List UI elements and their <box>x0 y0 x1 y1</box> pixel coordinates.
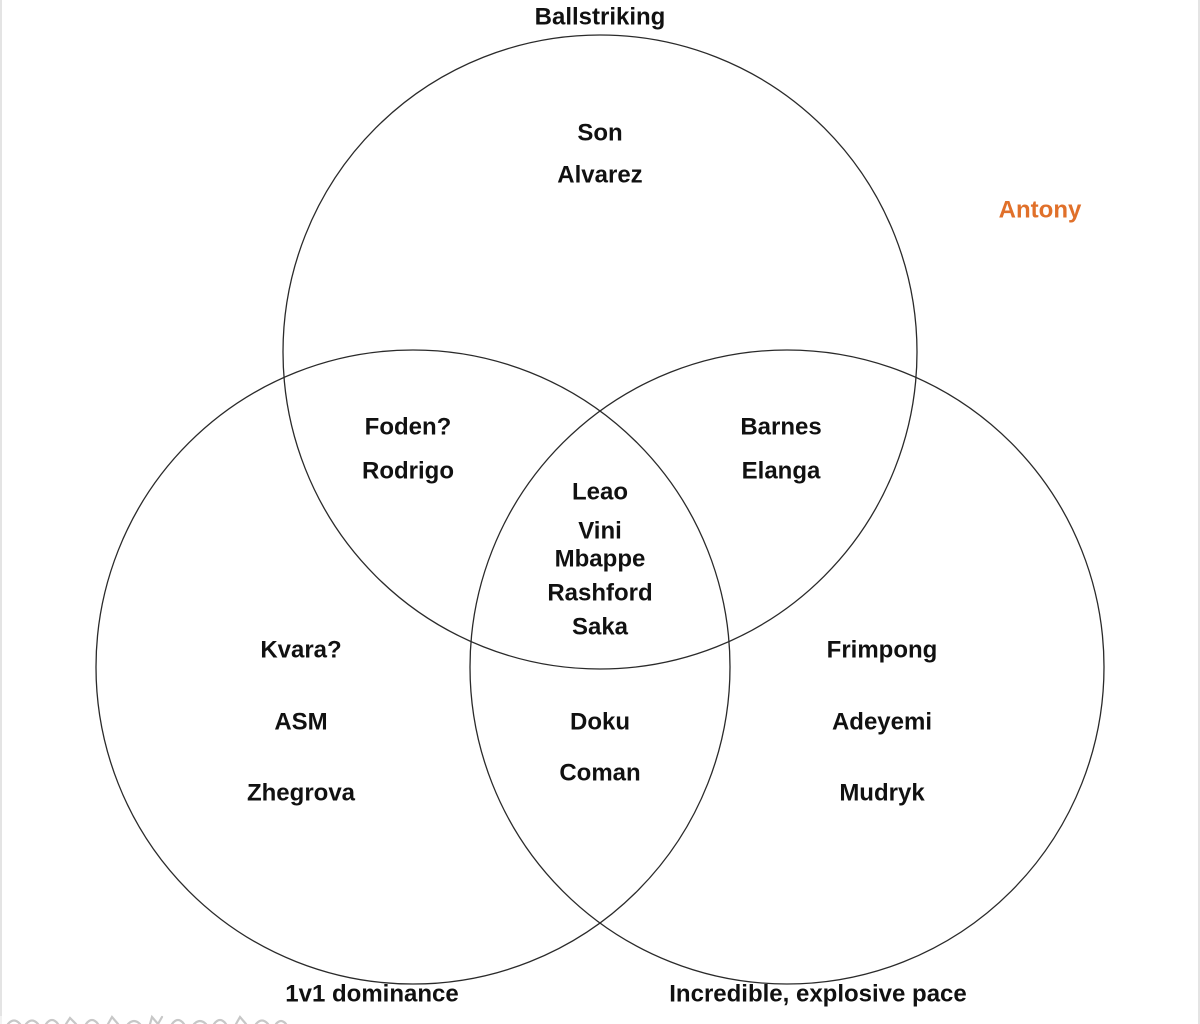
player-label: Frimpong <box>827 637 938 664</box>
player-label: Zhegrova <box>247 780 356 807</box>
set-title-ballstriking: Ballstriking <box>535 4 666 31</box>
watermark-logo <box>0 1014 290 1024</box>
circle-ballstriking <box>282 34 918 670</box>
outside-label-antony: Antony <box>999 197 1082 224</box>
player-label: Doku <box>570 709 630 736</box>
player-label: Mbappe <box>555 546 646 573</box>
set-title-pace: Incredible, explosive pace <box>669 981 966 1008</box>
player-label: Son <box>577 120 622 147</box>
player-label: Alvarez <box>557 162 642 189</box>
player-label: Foden? <box>365 414 452 441</box>
player-label: Saka <box>572 614 629 641</box>
player-label: Elanga <box>742 458 821 485</box>
player-label: Barnes <box>740 414 821 441</box>
player-label: ASM <box>274 709 327 736</box>
player-label: Adeyemi <box>832 709 932 736</box>
player-label: Mudryk <box>839 780 925 807</box>
circle-1v1-dominance <box>95 349 731 985</box>
circle-pace <box>469 349 1105 985</box>
player-label: Rashford <box>547 580 652 607</box>
player-label: Coman <box>559 760 640 787</box>
player-label: Rodrigo <box>362 458 454 485</box>
set-title-1v1-dominance: 1v1 dominance <box>285 981 458 1008</box>
player-label: Kvara? <box>260 637 341 664</box>
player-label: Vini <box>578 518 622 545</box>
player-label: Leao <box>572 479 628 506</box>
